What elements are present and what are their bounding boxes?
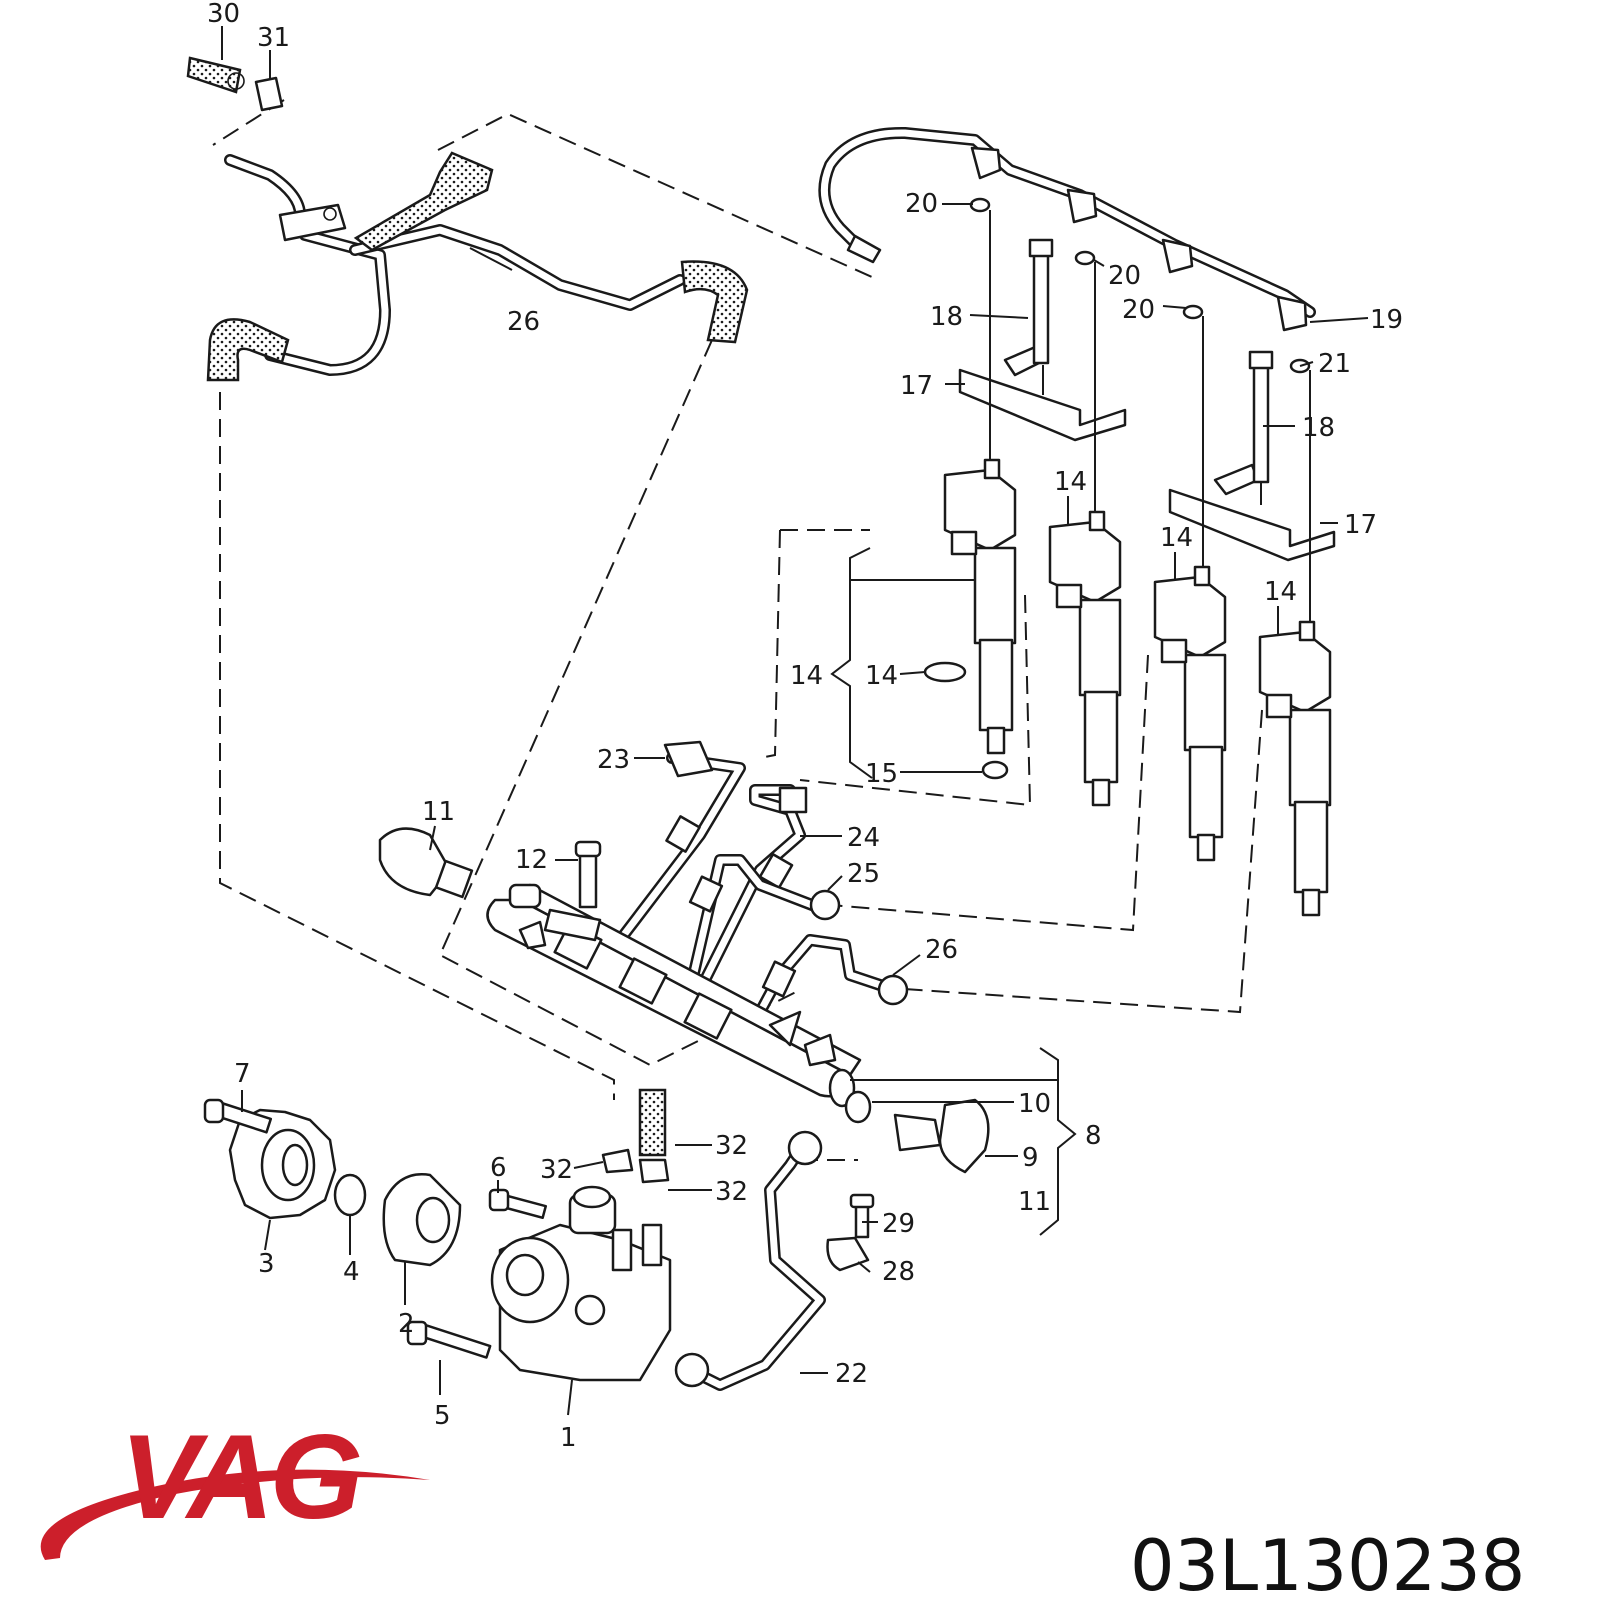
callout-9: 9: [1022, 1143, 1039, 1173]
callout-2: 2: [398, 1309, 415, 1339]
callout-20-b: 20: [1108, 261, 1141, 291]
callout-14-d: 14: [790, 661, 823, 691]
callout-6: 6: [490, 1153, 507, 1183]
callout-28: 29: [882, 1209, 915, 1239]
callout-20-d: 21: [1318, 349, 1351, 379]
callout-16: 15: [865, 759, 898, 789]
callout-19: 19: [1370, 305, 1403, 335]
callout-11-b: 11: [1018, 1187, 1051, 1217]
callout-3: 3: [258, 1249, 275, 1279]
injector-3: [1153, 565, 1227, 862]
callout-18-a: 18: [930, 302, 963, 332]
callout-26: 26: [507, 307, 540, 337]
injector-4: [1258, 620, 1332, 917]
callout-14-c: 14: [1264, 577, 1297, 607]
callout-18-b: 18: [1302, 413, 1335, 443]
callout-7: 7: [234, 1059, 251, 1089]
callout-27: 28: [882, 1257, 915, 1287]
vag-logo: VAG: [40, 1410, 430, 1560]
pressure-sensor-11: [378, 827, 474, 899]
fuel-rail: [486, 883, 862, 1108]
callout-15: 14: [865, 661, 898, 691]
injector-seals: [923, 661, 1009, 780]
logo-text: VAG: [120, 1410, 360, 1544]
callout-labels: 30 31 26 20 20 20 19 21 18 17 18 17 14 1…: [207, 0, 1403, 1453]
injector-1: [943, 458, 1017, 755]
callout-25: 26: [925, 935, 958, 965]
callout-17-b: 17: [1344, 510, 1377, 540]
callout-31: 32: [715, 1131, 748, 1161]
callout-30: 31: [257, 23, 290, 53]
injector-clamps: [958, 238, 1336, 562]
callout-17-a: 17: [900, 371, 933, 401]
callout-14-a: 14: [1054, 467, 1087, 497]
bolt-12: [543, 840, 602, 942]
callout-22: 23: [597, 745, 630, 775]
rail-sensor-9: [844, 1090, 990, 1174]
callout-21: 22: [835, 1359, 868, 1389]
guide-lines: [989, 210, 1311, 630]
callout-23: 24: [847, 823, 880, 853]
callout-10: 10: [1018, 1089, 1051, 1119]
part-number: 03L130238: [1130, 1525, 1525, 1600]
callout-32-b: 32: [715, 1177, 748, 1207]
callout-8: 8: [1085, 1121, 1102, 1151]
callout-29: 30: [207, 0, 240, 29]
callout-20-c: 20: [1122, 295, 1155, 325]
callout-14-b: 14: [1160, 523, 1193, 553]
callout-12: 12: [515, 845, 548, 875]
leader-lines: [221, 26, 1369, 1416]
callout-24: 25: [847, 859, 880, 889]
pump-assembly: [203, 1088, 875, 1391]
return-hose-assembly: [186, 56, 749, 382]
callout-1: 1: [560, 1423, 577, 1453]
callout-4: 4: [343, 1257, 360, 1287]
injector-2: [1048, 510, 1122, 807]
high-pressure-lines: [614, 740, 909, 1046]
injectors: [943, 458, 1332, 917]
logo-swoosh: [40, 1469, 430, 1560]
leak-off-line: [818, 126, 1316, 332]
callout-11-a: 11: [422, 797, 455, 827]
callout-32-a: 32: [540, 1155, 573, 1185]
callout-20-a: 20: [905, 189, 938, 219]
callout-5: 5: [434, 1401, 451, 1431]
